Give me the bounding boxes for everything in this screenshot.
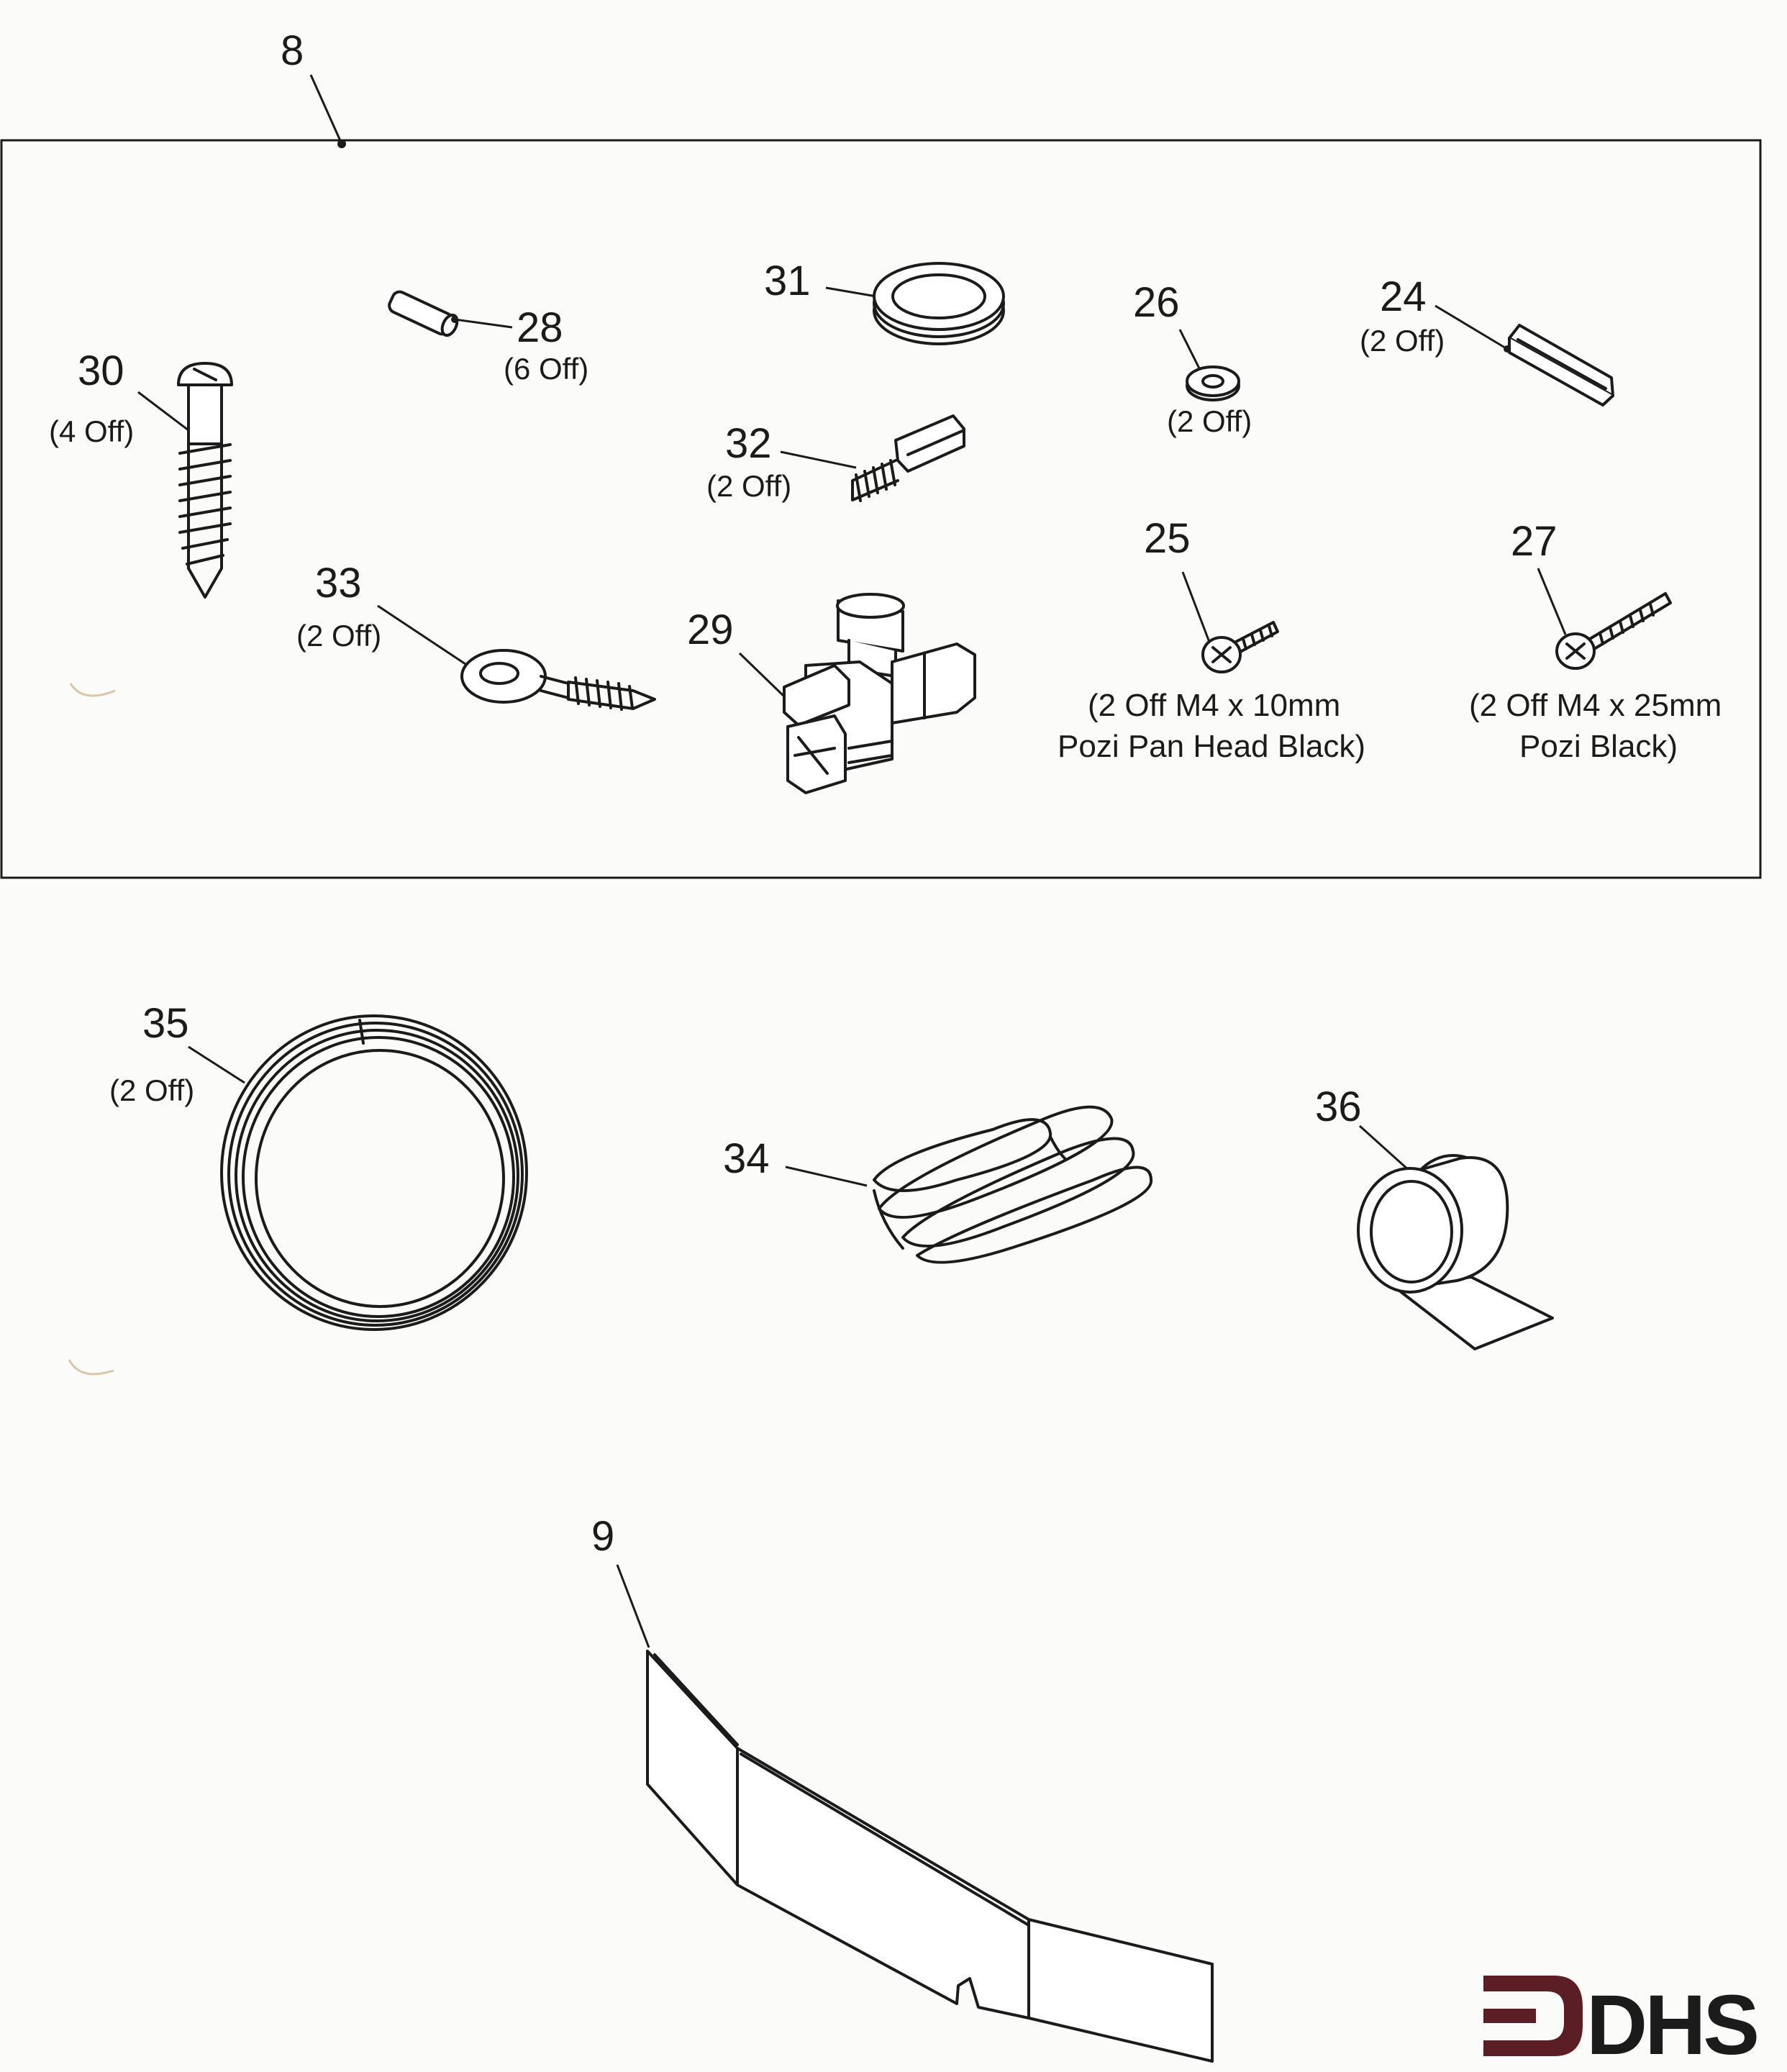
dhs-logo: DHS (1483, 1976, 1760, 2072)
part-32: 32 (2 Off) (706, 414, 965, 503)
part-26-qty: (2 Off) (1167, 404, 1252, 438)
part-24: 24 (2 Off) (1360, 273, 1614, 406)
part-33: 33 (2 Off) (296, 560, 656, 711)
part-36-number: 36 (1315, 1083, 1362, 1130)
part-24-number: 24 (1380, 273, 1427, 320)
part-27-desc-line1: (2 Off M4 x 25mm (1469, 688, 1722, 723)
part-27-number: 27 (1511, 518, 1558, 565)
part-30-number: 30 (78, 347, 124, 394)
dhs-logo-mark (1483, 1976, 1583, 2056)
punch-hole-marks (68, 683, 116, 1376)
part-28-number: 28 (517, 304, 563, 351)
part-9-number: 9 (591, 1513, 614, 1560)
part-35-number: 35 (142, 1000, 189, 1047)
part-28: 28 (6 Off) (388, 290, 588, 386)
dhs-logo-text: DHS (1586, 1978, 1757, 2072)
part-29: 29 (687, 593, 976, 794)
part-30-qty: (4 Off) (49, 414, 134, 448)
part-27: 27 (2 Off M4 x 25mm Pozi Black) (1469, 518, 1722, 764)
part-34: 34 (723, 1105, 1153, 1264)
part-33-qty: (2 Off) (296, 619, 381, 653)
part-25: 25 (2 Off M4 x 10mm Pozi Pan Head Black) (1058, 515, 1365, 764)
part-25-number: 25 (1144, 515, 1191, 562)
kit-box-label: 8 (281, 27, 304, 74)
part-34-number: 34 (723, 1135, 770, 1182)
part-27-desc-line2: Pozi Black) (1519, 729, 1678, 764)
part-31-number: 31 (764, 258, 811, 304)
part-32-number: 32 (725, 420, 772, 467)
part-25-desc-line1: (2 Off M4 x 10mm (1088, 688, 1340, 723)
part-29-number: 29 (687, 606, 734, 653)
part-26: 26 (2 Off) (1133, 279, 1252, 438)
part-25-desc-line2: Pozi Pan Head Black) (1058, 729, 1365, 764)
part-26-number: 26 (1133, 279, 1180, 326)
part-35-qty: (2 Off) (109, 1073, 194, 1107)
kit-box: 8 (0, 27, 1762, 879)
part-35: 35 (2 Off) (109, 1000, 528, 1331)
part-30: 30 (4 Off) (49, 347, 233, 599)
part-24-qty: (2 Off) (1360, 324, 1445, 358)
part-9: 9 (591, 1513, 1214, 2063)
part-31: 31 (764, 258, 1005, 345)
part-28-qty: (6 Off) (504, 352, 588, 386)
part-33-number: 33 (315, 560, 362, 606)
part-36: 36 (1315, 1083, 1554, 1350)
part-32-qty: (2 Off) (706, 469, 791, 503)
